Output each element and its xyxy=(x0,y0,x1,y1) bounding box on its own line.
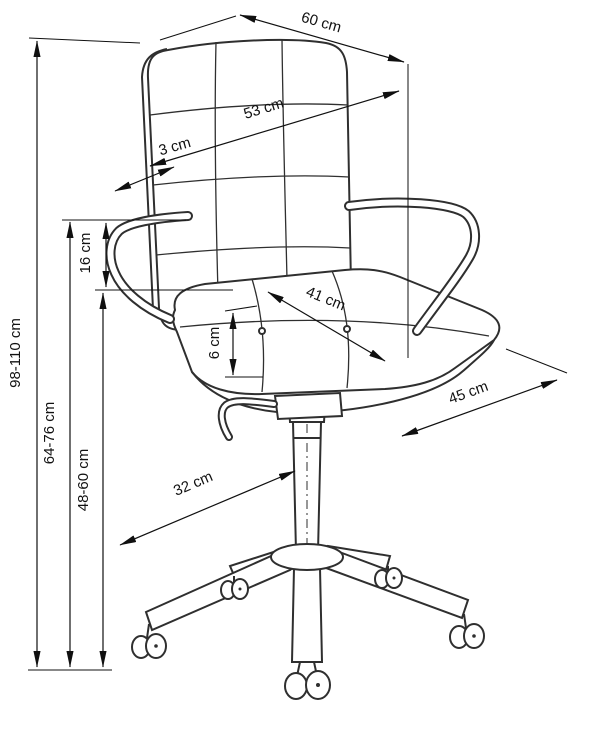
caster-right xyxy=(449,613,485,649)
dim-overall-height-label: 98-110 cm xyxy=(7,318,24,388)
dim-armrest-above-seat: 16 cm xyxy=(77,222,110,288)
caster-left xyxy=(131,623,167,659)
seat-mechanism xyxy=(217,391,344,441)
chair-base xyxy=(131,405,485,700)
chair-drawing xyxy=(105,38,501,700)
armrest-right xyxy=(344,197,480,336)
dimension-annotations: 98-110 cm 64-76 cm 48-60 cm 16 cm 6 cm xyxy=(7,9,568,671)
dim-armrest-above-seat-label: 16 cm xyxy=(77,233,94,274)
dim-overall-height: 98-110 cm xyxy=(7,37,141,671)
dim-base-radius: 32 cm xyxy=(119,468,296,546)
dim-armrest-height-label: 64-76 cm xyxy=(41,402,58,465)
dim-base-radius-label: 32 cm xyxy=(171,468,215,500)
caster-back-left xyxy=(220,576,249,600)
dim-seat-thickness: 6 cm xyxy=(206,305,263,378)
caster-front xyxy=(284,661,331,700)
armrest-left xyxy=(105,211,193,324)
gas-lift xyxy=(287,405,327,553)
dim-seat-height-label: 48-60 cm xyxy=(75,449,92,512)
dim-seat-thickness-label: 6 cm xyxy=(206,327,223,360)
dim-depth-top-label: 60 cm xyxy=(299,9,343,37)
dim-seat-height: 48-60 cm xyxy=(75,289,233,668)
base-hub xyxy=(270,543,344,571)
dim-seat-depth-label: 45 cm xyxy=(446,378,490,408)
dim-armrest-height: 64-76 cm xyxy=(41,219,186,668)
caster-back-right xyxy=(374,566,403,589)
